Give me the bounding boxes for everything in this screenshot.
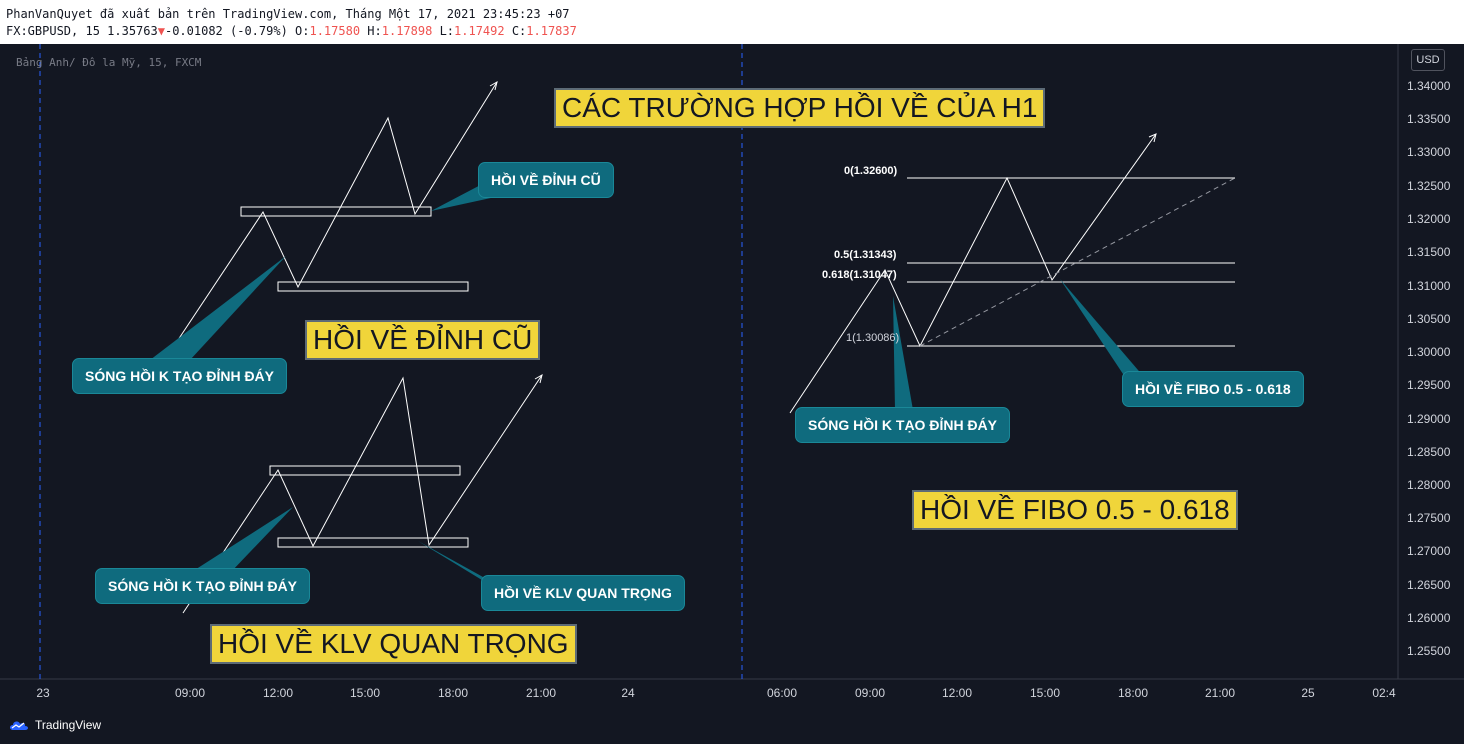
high-label: H: — [367, 24, 382, 38]
x-tick: 23 — [36, 686, 50, 700]
y-tick: 1.31500 — [1407, 245, 1451, 259]
x-tick: 09:00 — [854, 686, 886, 700]
section-title-old-top: HỒI VỀ ĐỈNH CŨ — [305, 320, 541, 360]
callout-wave-no-new-extreme-1: SÓNG HỒI K TẠO ĐỈNH ĐÁY — [72, 358, 288, 394]
case3-wave — [789, 133, 1235, 414]
x-tick: 12:00 — [941, 686, 973, 700]
case1-old-top-zone — [240, 206, 432, 217]
case3-zigzag — [789, 133, 1157, 414]
y-tick: 1.30000 — [1407, 345, 1451, 359]
case2-top-zone — [269, 465, 461, 476]
publisher-line: PhanVanQuyet đã xuất bản trên TradingVie… — [6, 7, 570, 21]
fib-label-1: 1(1.30086) — [846, 332, 900, 344]
x-tick: 09:00 — [174, 686, 206, 700]
section-title-fibo: HỒI VỀ FIBO 0.5 - 0.618 — [912, 490, 1238, 530]
high-value: 1.17898 — [381, 24, 433, 38]
y-tick: 1.26000 — [1407, 611, 1451, 625]
y-tick: 1.28000 — [1407, 478, 1451, 492]
x-tick: 06:00 — [766, 686, 798, 700]
low-value: 1.17492 — [454, 24, 505, 38]
last-price: 1.35763 — [107, 24, 158, 38]
y-tick: 1.31000 — [1407, 279, 1451, 293]
price-change: -0.01082 (-0.79%) — [164, 24, 288, 38]
y-tick: 1.33000 — [1407, 145, 1451, 159]
x-tick: 02:4 — [1372, 686, 1396, 700]
case1-low-zone — [277, 281, 469, 292]
x-tick: 21:00 — [525, 686, 557, 700]
chart-symbol-title: Bảng Anh/ Đô la Mỹ, 15, FXCM — [16, 56, 202, 69]
x-tick: 15:00 — [1029, 686, 1061, 700]
y-tick: 1.33500 — [1407, 112, 1451, 126]
fib-label-0: 0(1.32600) — [844, 165, 898, 177]
fib-trend-line — [919, 177, 1236, 347]
chart-main-title: CÁC TRƯỜNG HỢP HỒI VỀ CỦA H1 — [554, 88, 1046, 128]
pointer-klv — [418, 541, 500, 591]
x-tick: 24 — [621, 686, 635, 700]
x-tick: 15:00 — [349, 686, 381, 700]
case2-zigzag — [182, 374, 543, 614]
y-tick: 1.34000 — [1407, 79, 1451, 93]
case2-wave — [182, 373, 543, 614]
y-tick: 1.26500 — [1407, 578, 1451, 592]
section-title-klv: HỒI VỀ KLV QUAN TRỌNG — [210, 624, 577, 664]
callout-klv: HỒI VỀ KLV QUAN TRỌNG — [481, 575, 685, 611]
symbol-prefix: FX:GBPUSD, 15 — [6, 24, 100, 38]
open-value: 1.17580 — [309, 24, 361, 38]
callout-pointers — [150, 180, 1144, 591]
close-value: 1.17837 — [526, 24, 577, 38]
case3-arrowhead — [1148, 133, 1157, 143]
callout-fibo: HỒI VỀ FIBO 0.5 - 0.618 — [1122, 371, 1304, 407]
fib-label-0618: 0.618(1.31047) — [822, 269, 897, 281]
case2-klv-zone — [277, 537, 469, 548]
case1-zigzag — [167, 81, 498, 356]
ohlc-line: FX:GBPUSD, 15 1.35763▼-0.01082 (-0.79%) … — [6, 24, 577, 38]
case2-arrowhead — [534, 373, 543, 384]
y-tick: 1.30500 — [1407, 312, 1451, 326]
pointer-wave2 — [190, 507, 293, 573]
tradingview-cloud-icon — [10, 721, 28, 730]
open-label: O: — [295, 24, 310, 38]
case1-arrowhead — [489, 80, 498, 91]
y-tick: 1.32000 — [1407, 212, 1451, 226]
pointer-fibo — [1060, 279, 1144, 377]
callout-wave-no-new-extreme-2: SÓNG HỒI K TẠO ĐỈNH ĐÁY — [95, 568, 311, 604]
pointer-wave1 — [150, 256, 286, 360]
y-tick: 1.25500 — [1407, 644, 1451, 658]
x-tick: 12:00 — [262, 686, 294, 700]
low-label: L: — [439, 24, 455, 38]
y-tick: 1.27500 — [1407, 511, 1451, 525]
fib-label-05: 0.5(1.31343) — [834, 249, 897, 261]
brand-name: TradingView — [35, 718, 102, 732]
x-tick: 18:00 — [1117, 686, 1149, 700]
publisher-header: PhanVanQuyet đã xuất bản trên TradingVie… — [0, 0, 1464, 44]
y-tick: 1.29000 — [1407, 412, 1451, 426]
tradingview-logo[interactable]: TradingView — [8, 718, 101, 732]
y-tick: 1.27000 — [1407, 544, 1451, 558]
down-arrow-icon: ▼ — [157, 24, 165, 38]
pointer-wave3 — [893, 296, 913, 410]
currency-button[interactable]: USD — [1411, 49, 1445, 71]
x-tick: 21:00 — [1204, 686, 1236, 700]
y-tick: 1.32500 — [1407, 179, 1451, 193]
callout-old-top: HỒI VỀ ĐỈNH CŨ — [478, 162, 614, 198]
x-tick: 25 — [1301, 686, 1315, 700]
y-tick: 1.29500 — [1407, 378, 1451, 392]
close-label: C: — [511, 24, 527, 38]
x-tick: 18:00 — [437, 686, 469, 700]
y-tick: 1.28500 — [1407, 445, 1451, 459]
callout-wave-no-new-extreme-3: SÓNG HỒI K TẠO ĐỈNH ĐÁY — [795, 407, 1011, 443]
footer-bar: TradingView — [0, 706, 1464, 744]
case1-wave — [167, 80, 498, 356]
